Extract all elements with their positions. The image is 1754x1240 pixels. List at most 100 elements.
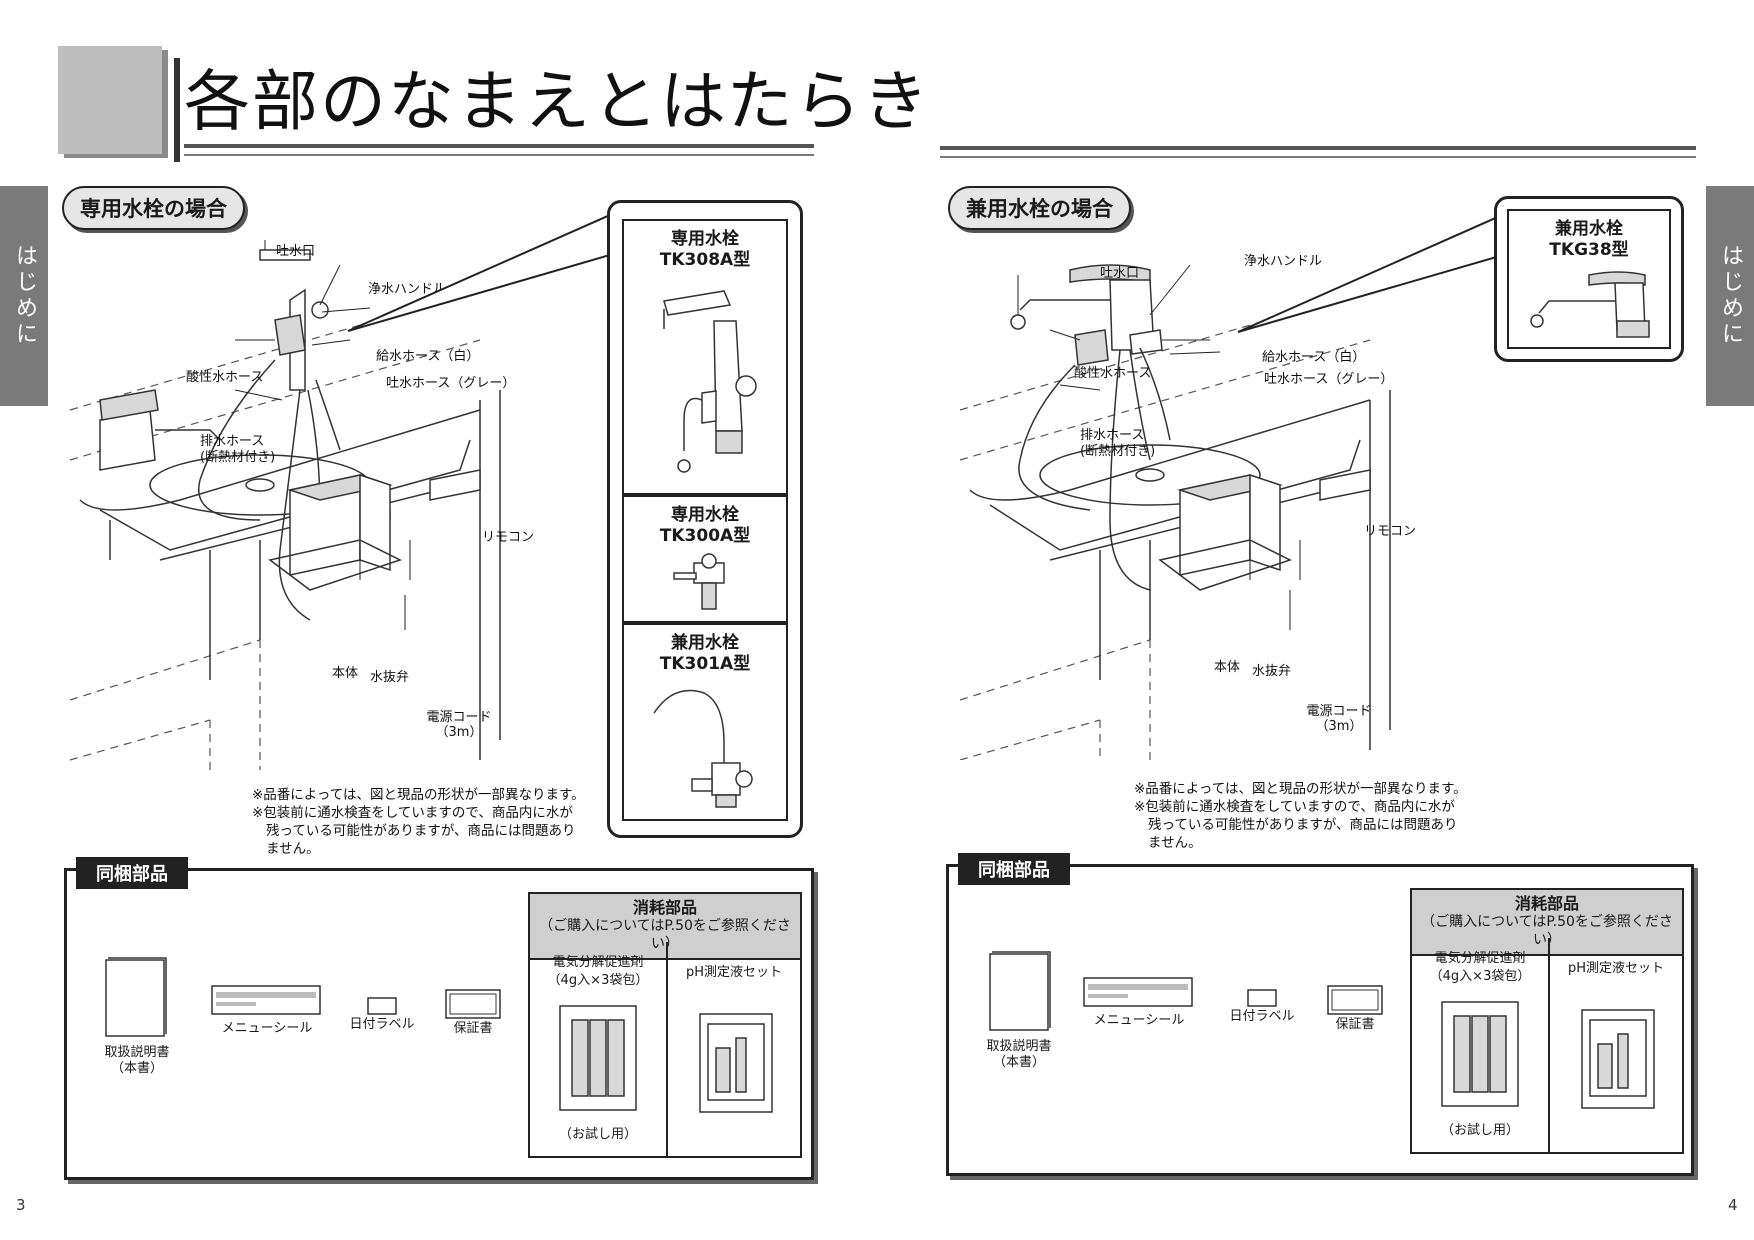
label-cord-right: 電源コード [1306, 704, 1372, 719]
manual-image-right [989, 951, 1051, 1031]
model-card-tk300a: 専用水栓 TK300A型 [622, 495, 788, 623]
included-title-right: 同梱部品 [958, 853, 1070, 885]
label-spout-right: 吐水口 [1100, 266, 1140, 281]
label-cord-left: 電源コード [426, 710, 492, 725]
menu-seal-image-right [1083, 977, 1193, 1007]
included-title-left: 同梱部品 [76, 857, 188, 889]
title-bar [174, 58, 180, 162]
label-supply-hose-left: 給水ホース（白） [376, 349, 480, 364]
manual-label-left: 取扱説明書 [104, 1045, 170, 1060]
label-acid-hose-left: 酸性水ホース [186, 370, 264, 385]
label-cord-len-right: （3m） [1315, 719, 1363, 734]
notes-right: ※品番によっては、図と現品の形状が一部異なります。 ※包装前に通水検査をしていま… [1134, 780, 1467, 852]
manual-sub-label-right: （本書） [992, 1055, 1045, 1070]
electrolysis-label-left: 電気分解促進剤 [552, 955, 644, 970]
label-drain-hose-note-left: (断熱材付き) [200, 450, 276, 465]
label-body-right: 本体 [1214, 660, 1241, 675]
consumables-header-left: 消耗部品 （ご購入についてはP.50をご参照ください） [530, 894, 800, 960]
note-line: 残っている可能性がありますが、商品には問題あり [1148, 817, 1458, 833]
model-number: TK301A型 [659, 654, 751, 674]
consumables-title-left: 消耗部品 [632, 898, 697, 917]
electrolysis-qty-left: （4g入×3袋包） [547, 973, 649, 988]
date-label-label-left: 日付ラベル [349, 1017, 415, 1032]
model-type: 専用水栓 [671, 505, 739, 525]
trial-label-right: （お試し用） [1440, 1123, 1519, 1138]
electrolysis-pack-image-left [559, 1005, 637, 1111]
manual-label-right: 取扱説明書 [986, 1039, 1052, 1054]
consumables-table-right: 消耗部品 （ご購入についてはP.50をご参照ください） 電気分解促進剤 （4g入… [1410, 888, 1684, 1154]
consumables-header-right: 消耗部品 （ご購入についてはP.50をご参照ください） [1412, 890, 1682, 956]
label-spout-left: 吐水口 [276, 244, 316, 259]
label-drain-valve-right: 水抜弁 [1252, 664, 1292, 679]
warranty-image-right [1327, 985, 1383, 1015]
menu-seal-label-right: メニューシール [1093, 1013, 1185, 1028]
notes-left: ※品番によっては、図と現品の形状が一部異なります。 ※包装前に通水検査をしていま… [252, 786, 585, 858]
model-card-tk301a: 兼用水栓 TK301A型 [622, 623, 788, 821]
note-line: ※品番によっては、図と現品の形状が一部異なります。 [1134, 781, 1467, 797]
page-number-right: 4 [1728, 1196, 1738, 1214]
note-line: ※包装前に通水検査をしていますので、商品内に水が [252, 805, 573, 821]
callout-pointer-right [1237, 214, 1500, 333]
consumables-subtitle-left: （ご購入についてはP.50をご参照ください） [539, 918, 791, 952]
page-title: 各部のなまえとはたらき [184, 63, 931, 140]
callout-pointer-left [347, 213, 610, 332]
label-drain-hose-note-right: (断熱材付き) [1080, 444, 1156, 459]
model-card-tk308a: 専用水栓 TK308A型 [622, 219, 788, 495]
note-line: ません。 [1148, 835, 1202, 851]
title-rule-right-thin [940, 156, 1696, 158]
title-rule-thin [184, 154, 814, 156]
ph-kit-label-left: pH測定液セット [685, 965, 783, 980]
section-title-left: 専用水栓の場合 [62, 186, 245, 230]
label-outlet-hose-right: 吐水ホース（グレー） [1264, 372, 1394, 387]
consumables-divider-right [1548, 938, 1550, 1152]
model-number: TK308A型 [659, 250, 751, 270]
label-remote-right: リモコン [1364, 524, 1417, 539]
ph-kit-image-left [699, 1013, 773, 1113]
model-type: 兼用水栓 [671, 633, 739, 653]
label-body-left: 本体 [332, 666, 359, 681]
note-line: ません。 [266, 841, 320, 857]
model-card-tkg38: 兼用水栓 TKG38型 [1507, 209, 1671, 349]
title-box [58, 46, 162, 154]
side-tab-left: はじめに [0, 186, 48, 406]
ph-kit-label-right: pH測定液セット [1567, 961, 1665, 976]
page-number-left: 3 [16, 1196, 26, 1214]
warranty-label-left: 保証書 [453, 1021, 493, 1036]
faucet-tkg38-image [1530, 271, 1650, 338]
faucet-tk301a-image [653, 689, 753, 808]
section-title-right: 兼用水栓の場合 [948, 186, 1131, 230]
model-type: 兼用水栓 [1555, 219, 1623, 239]
label-supply-hose-right: 給水ホース（白） [1262, 350, 1366, 365]
model-callout-right: 兼用水栓 TKG38型 [1494, 196, 1684, 362]
consumables-title-right: 消耗部品 [1514, 894, 1579, 913]
title-rule [184, 144, 814, 148]
note-line: 残っている可能性がありますが、商品には問題あり [266, 823, 576, 839]
electrolysis-qty-right: （4g入×3袋包） [1429, 969, 1531, 984]
model-type: 専用水栓 [671, 229, 739, 249]
ph-kit-image-right [1581, 1009, 1655, 1109]
label-handle-right: 浄水ハンドル [1244, 254, 1323, 269]
warranty-image-left [445, 989, 501, 1019]
menu-seal-image-left [211, 985, 321, 1015]
electrolysis-label-right: 電気分解促進剤 [1434, 951, 1526, 966]
faucet-tk308a-image [663, 290, 757, 473]
label-drain-valve-left: 水抜弁 [370, 670, 410, 685]
menu-seal-label-left: メニューシール [221, 1021, 313, 1036]
model-callout-left: 専用水栓 TK308A型 専用水栓 TK300A型 兼用水栓 TK301A型 [607, 200, 803, 838]
label-remote-left: リモコン [482, 530, 535, 545]
trial-label-left: （お試し用） [558, 1127, 637, 1142]
model-number: TKG38型 [1549, 240, 1629, 260]
label-acid-hose-right: 酸性水ホース [1074, 366, 1152, 381]
date-label-image-right [1247, 989, 1277, 1007]
consumables-table-left: 消耗部品 （ご購入についてはP.50をご参照ください） 電気分解促進剤 （4g入… [528, 892, 802, 1158]
manual-image-left [105, 957, 167, 1037]
side-tab-right: はじめに [1706, 186, 1754, 406]
model-number: TK300A型 [659, 526, 751, 546]
consumables-divider-left [666, 942, 668, 1156]
label-outlet-hose-left: 吐水ホース（グレー） [386, 376, 516, 391]
title-rule-right [940, 146, 1696, 150]
label-cord-len-left: （3m） [435, 725, 483, 740]
manual-sub-label-left: （本書） [110, 1061, 163, 1076]
label-drain-hose-right: 排水ホース [1080, 428, 1145, 443]
consumables-subtitle-right: （ご購入についてはP.50をご参照ください） [1421, 914, 1673, 948]
